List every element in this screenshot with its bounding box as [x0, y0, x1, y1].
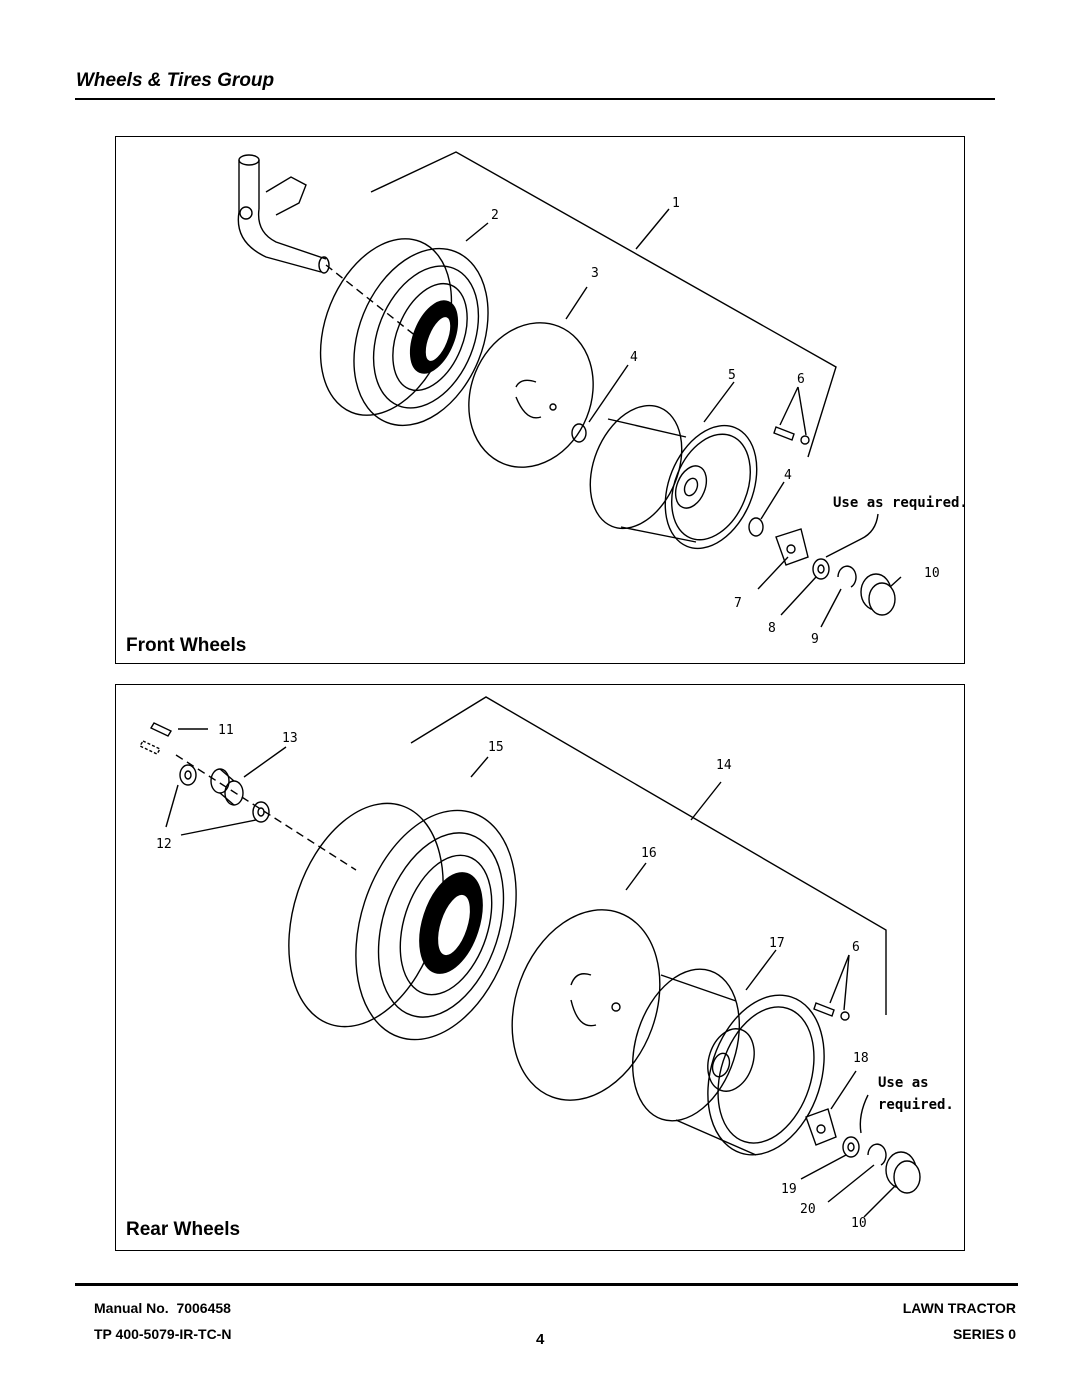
- callout-10: 10: [924, 566, 940, 581]
- callout-12: 12: [156, 837, 172, 852]
- front-inner-tube: [468, 322, 594, 468]
- callout-6-rear: 6: [852, 940, 860, 955]
- rear-wheels-exploded-diagram: 11 13 15 14 12 16 17 6 18 19 20 10 Use a…: [139, 696, 954, 1231]
- callout-13: 13: [282, 731, 298, 746]
- tp-number: TP 400-5079-IR-TC-N: [94, 1326, 232, 1342]
- title-divider: [75, 98, 995, 100]
- callout-8: 8: [768, 621, 776, 636]
- callout-5: 5: [728, 368, 736, 383]
- front-use-as-required-note: Use as required.: [833, 495, 966, 511]
- front-washer: [812, 558, 830, 580]
- rear-valve-stem: [813, 1002, 850, 1021]
- callout-16: 16: [641, 846, 657, 861]
- rear-wheels-label: Rear Wheels: [126, 1219, 241, 1240]
- rear-axle-centerline: [175, 754, 357, 871]
- rear-washer: [842, 1136, 860, 1158]
- rear-assembly-bracket-line: [410, 696, 887, 1015]
- front-wheels-label: Front Wheels: [126, 635, 247, 656]
- rear-hub-cap: [885, 1151, 921, 1194]
- series-label: SERIES 0: [952, 1326, 1016, 1342]
- callout-9: 9: [811, 632, 819, 647]
- callout-1: 1: [672, 196, 680, 211]
- front-rim: [589, 404, 758, 550]
- rear-wheels-diagram-panel: 11 13 15 14 12 16 17 6 18 19 20 10 Use a…: [115, 684, 965, 1251]
- callout-4: 4: [630, 350, 638, 365]
- front-valve-stem: [773, 426, 810, 445]
- manual-number: Manual No. 7006458: [94, 1300, 231, 1316]
- rear-washer-inner: [179, 764, 197, 786]
- callout-11: 11: [218, 723, 234, 738]
- callout-14: 14: [716, 758, 732, 773]
- callout-18: 18: [853, 1051, 869, 1066]
- footer-divider: [75, 1283, 1018, 1286]
- rear-tire: [288, 802, 517, 1041]
- front-washer-plate: [775, 528, 809, 566]
- front-bearing: [571, 423, 587, 443]
- rear-washer-plate: [805, 1108, 837, 1146]
- assembly-bracket-line: [370, 151, 837, 458]
- axle-centerline: [325, 264, 437, 353]
- rear-use-as-note-line2: required.: [878, 1097, 954, 1113]
- callout-2: 2: [491, 208, 499, 223]
- rear-key: [139, 722, 172, 755]
- callout-6: 6: [797, 372, 805, 387]
- spindle-drawing: [237, 154, 330, 274]
- callout-15: 15: [488, 740, 504, 755]
- product-name: LAWN TRACTOR: [902, 1300, 1016, 1316]
- front-wheels-exploded-diagram: 1 2 3 4 5 6 4 7 8 9 10 Use as required.: [237, 151, 966, 647]
- callout-10-rear: 10: [851, 1216, 867, 1231]
- section-title: Wheels & Tires Group: [76, 70, 275, 91]
- front-hub-cap: [860, 573, 896, 616]
- front-wheels-diagram-panel: 1 2 3 4 5 6 4 7 8 9 10 Use as required. …: [115, 136, 966, 664]
- page-number: 4: [536, 1331, 545, 1348]
- front-tire: [319, 238, 489, 427]
- callout-7: 7: [734, 596, 742, 611]
- rear-spacer: [210, 768, 244, 806]
- callout-20: 20: [800, 1202, 816, 1217]
- callout-3: 3: [591, 266, 599, 281]
- callout-19: 19: [781, 1182, 797, 1197]
- rear-inner-tube: [511, 909, 661, 1101]
- rear-retaining-ring: [867, 1143, 887, 1166]
- front-retaining-ring: [837, 565, 857, 588]
- callout-17: 17: [769, 936, 785, 951]
- callout-4-second: 4: [784, 468, 792, 483]
- rear-use-as-note-line1: Use as: [878, 1075, 929, 1091]
- rear-rim: [631, 968, 825, 1156]
